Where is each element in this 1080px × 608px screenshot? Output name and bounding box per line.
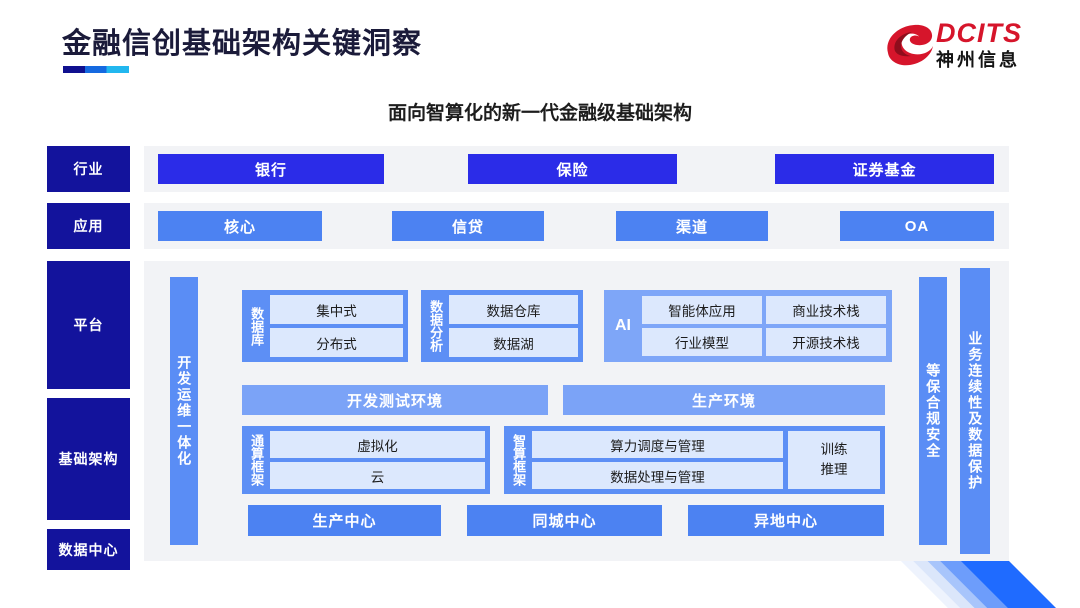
dcits-swirl-icon (887, 24, 933, 66)
datacenter-remote[interactable]: 异地中心 (688, 505, 884, 536)
row-label-industry: 行业 (47, 146, 130, 192)
logo-text-cn: 神州信息 (936, 50, 1020, 70)
chip-data-processing[interactable]: 数据处理与管理 (532, 462, 783, 489)
logo-text-en: DCITS (936, 18, 1022, 48)
group-ai-compute: 智算框架 算力调度与管理 数据处理与管理 训练 推理 (504, 426, 885, 494)
slide-subtitle: 面向智算化的新一代金融级基础架构 (387, 103, 692, 124)
group-general-compute: 通算框架 虚拟化 云 (242, 426, 490, 494)
chip-industry-model[interactable]: 行业模型 (642, 328, 762, 356)
group-database-caption: 数据库 (249, 306, 265, 346)
row-label-platform: 平台 (47, 261, 130, 389)
industry-item-insurance[interactable]: 保险 (468, 154, 677, 184)
row-label-infrastructure: 基础架构 (47, 398, 130, 520)
inference-label: 推理 (820, 462, 848, 477)
group-ai-compute-caption: 智算框架 (511, 434, 527, 486)
vertical-bar-devops[interactable]: 开发运维一体化 (170, 277, 198, 545)
application-item-channel[interactable]: 渠道 (616, 211, 768, 241)
chip-cloud[interactable]: 云 (270, 462, 485, 489)
group-general-compute-caption: 通算框架 (249, 434, 265, 486)
train-label: 训练 (820, 442, 848, 458)
application-row-panel: 核心 信贷 渠道 OA (144, 203, 1009, 249)
page-title: 金融信创基础架构关键洞察 (62, 28, 423, 60)
chip-compute-scheduling[interactable]: 算力调度与管理 (532, 431, 783, 458)
group-data-analytics: 数据分析 数据仓库 数据湖 (421, 290, 583, 362)
group-database: 数据库 集中式 分布式 (242, 290, 408, 362)
datacenter-production[interactable]: 生产中心 (248, 505, 441, 536)
chip-commercial-stack[interactable]: 商业技术栈 (766, 296, 886, 324)
chip-centralized[interactable]: 集中式 (270, 295, 403, 324)
chip-agent-application[interactable]: 智能体应用 (642, 296, 762, 324)
row-label-application: 应用 (47, 203, 130, 249)
title-underline-rule (63, 66, 129, 73)
bar-production-environment[interactable]: 生产环境 (563, 385, 885, 415)
chip-virtualization[interactable]: 虚拟化 (270, 431, 485, 458)
industry-row-panel: 银行 保险 证券基金 (144, 146, 1009, 192)
chip-data-warehouse[interactable]: 数据仓库 (449, 295, 578, 324)
company-logo: DCITS 神州信息 (884, 18, 1044, 76)
application-item-core[interactable]: 核心 (158, 211, 322, 241)
industry-item-securities[interactable]: 证券基金 (775, 154, 994, 184)
group-analytics-caption: 数据分析 (428, 300, 444, 352)
group-ai: AI 智能体应用 商业技术栈 行业模型 开源技术栈 (604, 290, 892, 362)
vertical-bar-continuity[interactable]: 业务连续性及数据保护 (960, 268, 990, 554)
industry-item-bank[interactable]: 银行 (158, 154, 384, 184)
row-label-datacenter: 数据中心 (47, 529, 130, 570)
vertical-bar-security[interactable]: 等保合规安全 (919, 277, 947, 545)
bar-dev-test-environment[interactable]: 开发测试环境 (242, 385, 548, 415)
datacenter-metro[interactable]: 同城中心 (467, 505, 662, 536)
chip-data-lake[interactable]: 数据湖 (449, 328, 578, 357)
application-item-credit[interactable]: 信贷 (392, 211, 544, 241)
group-ai-label: AI (615, 317, 631, 334)
chip-distributed[interactable]: 分布式 (270, 328, 403, 357)
chip-opensource-stack[interactable]: 开源技术栈 (766, 328, 886, 356)
chip-train-inference[interactable]: 训练 推理 (788, 431, 880, 489)
application-item-oa[interactable]: OA (840, 211, 994, 241)
